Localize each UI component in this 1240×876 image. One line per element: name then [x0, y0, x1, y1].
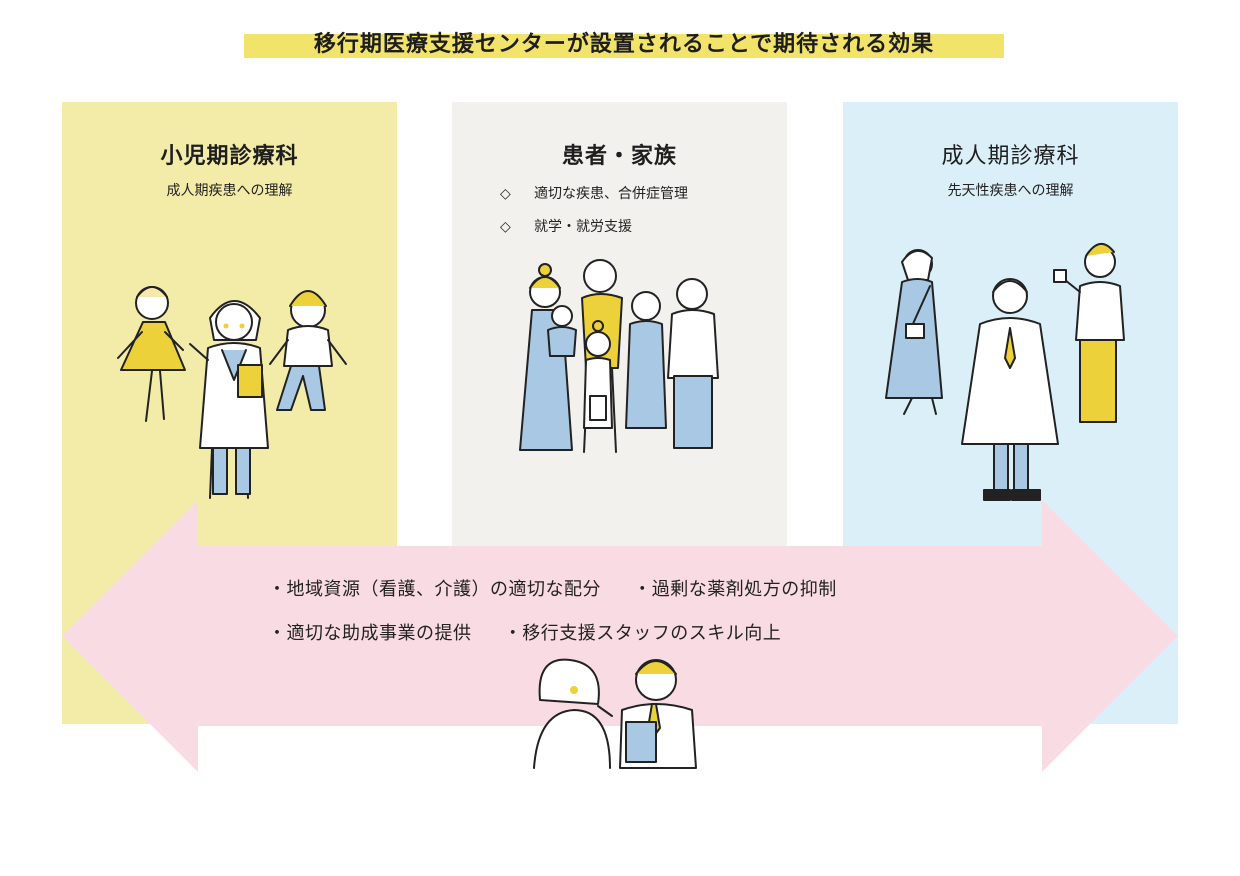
adult-icon	[885, 249, 943, 415]
family-icon	[519, 259, 719, 453]
effect-item: ・移行支援スタッフのスキル向上	[503, 623, 782, 644]
bullet-text: 適切な疾患、合併症管理	[534, 186, 688, 202]
consultation-icon	[533, 658, 697, 769]
panel-pediatric-subtitle: 成人期疾患への理解	[166, 183, 293, 199]
child-icon	[117, 286, 186, 422]
child-icon	[269, 290, 347, 411]
adult-doctor-icon	[961, 278, 1059, 501]
panel-patient-family-title: 患者・家族	[561, 144, 677, 169]
doctor-icon	[189, 300, 269, 499]
bullet-item: ◇ 就学・就労支援	[500, 211, 688, 244]
page-title: 移行期医療支援センターが設置されることで期待される効果	[313, 32, 935, 57]
effect-item: ・過剰な薬剤処方の抑制	[633, 579, 837, 600]
effects-row: ・適切な助成事業の提供 ・移行支援スタッフのスキル向上	[268, 612, 863, 656]
patient-family-bullets: ◇ 適切な疾患、合併症管理 ◇ 就学・就労支援	[500, 178, 688, 244]
bullet-text: 就学・就労支援	[534, 219, 632, 235]
effects-row: ・地域資源（看護、介護）の適切な配分 ・過剰な薬剤処方の抑制	[268, 568, 863, 612]
panel-adult-title: 成人期診療科	[941, 144, 1080, 169]
effect-item: ・地域資源（看護、介護）の適切な配分	[268, 579, 601, 600]
panel-adult-subtitle: 先天性疾患への理解	[947, 183, 1074, 199]
title-highlight	[244, 34, 1004, 58]
diamond-icon: ◇	[500, 186, 511, 202]
diamond-icon: ◇	[500, 219, 511, 235]
effect-item: ・適切な助成事業の提供	[268, 623, 472, 644]
adult-icon	[1053, 243, 1125, 423]
panel-pediatric-title: 小児期診療科	[160, 144, 299, 169]
double-arrow	[62, 500, 1178, 772]
bullet-item: ◇ 適切な疾患、合併症管理	[500, 178, 688, 211]
expected-effects: ・地域資源（看護、介護）の適切な配分 ・過剰な薬剤処方の抑制 ・適切な助成事業の…	[268, 568, 863, 656]
